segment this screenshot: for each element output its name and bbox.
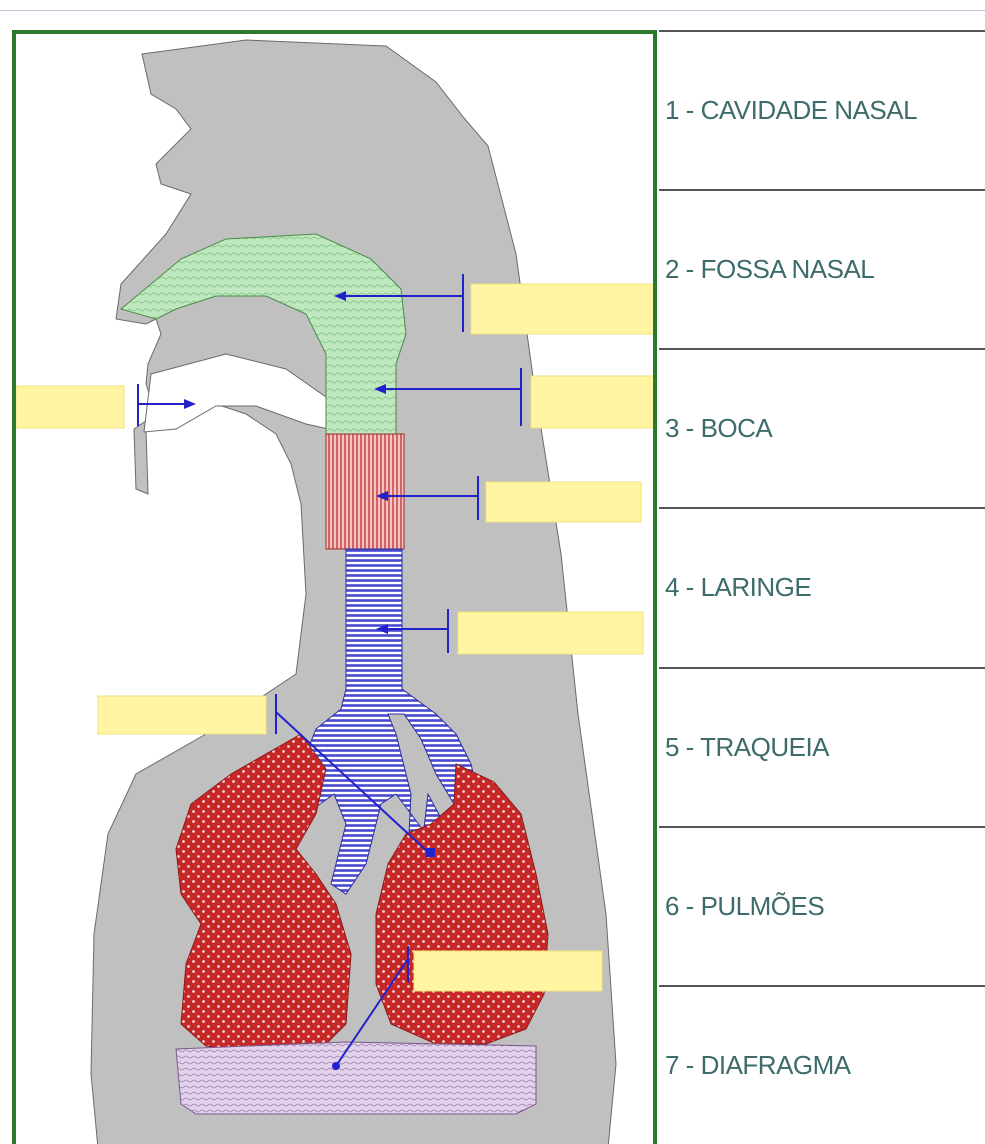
legend-label-6: 6 - PULMÕES [659,891,824,922]
answer-box-mouth[interactable] [16,386,124,428]
legend-label-3: 3 - BOCA [659,413,772,444]
legend-item-5: 5 - TRAQUEIA [659,667,985,826]
legend-item-2: 2 - FOSSA NASAL [659,189,985,348]
diaphragm-region [176,1042,536,1114]
answer-box-bronchi[interactable] [98,696,266,734]
legend-column: 1 - CAVIDADE NASAL 2 - FOSSA NASAL 3 - BOC… [659,30,985,1144]
top-divider-line [0,10,985,11]
pharynx-region [326,434,404,549]
legend-item-6: 6 - PULMÕES [659,826,985,985]
diagram-canvas [16,34,657,1144]
legend-label-4: 4 - LARINGE [659,572,811,603]
legend-label-1: 1 - CAVIDADE NASAL [659,95,917,126]
answer-box-nasal[interactable] [471,284,657,334]
answer-box-larynx[interactable] [486,482,641,522]
legend-item-7: 7 - DIAFRAGMA [659,985,985,1144]
legend-label-5: 5 - TRAQUEIA [659,732,829,763]
respiratory-system-diagram [12,30,657,1144]
legend-label-7: 7 - DIAFRAGMA [659,1050,851,1081]
answer-box-lungs[interactable] [414,951,602,991]
legend-item-4: 4 - LARINGE [659,507,985,666]
answer-box-trachea[interactable] [458,612,643,654]
pointer-arrowhead-diaphragm [332,1062,340,1070]
pointer-arrowhead-bronchi [426,848,435,857]
legend-item-3: 3 - BOCA [659,348,985,507]
legend-item-1: 1 - CAVIDADE NASAL [659,30,985,189]
answer-box-pharynx-upper[interactable] [531,376,657,428]
legend-label-2: 2 - FOSSA NASAL [659,254,874,285]
